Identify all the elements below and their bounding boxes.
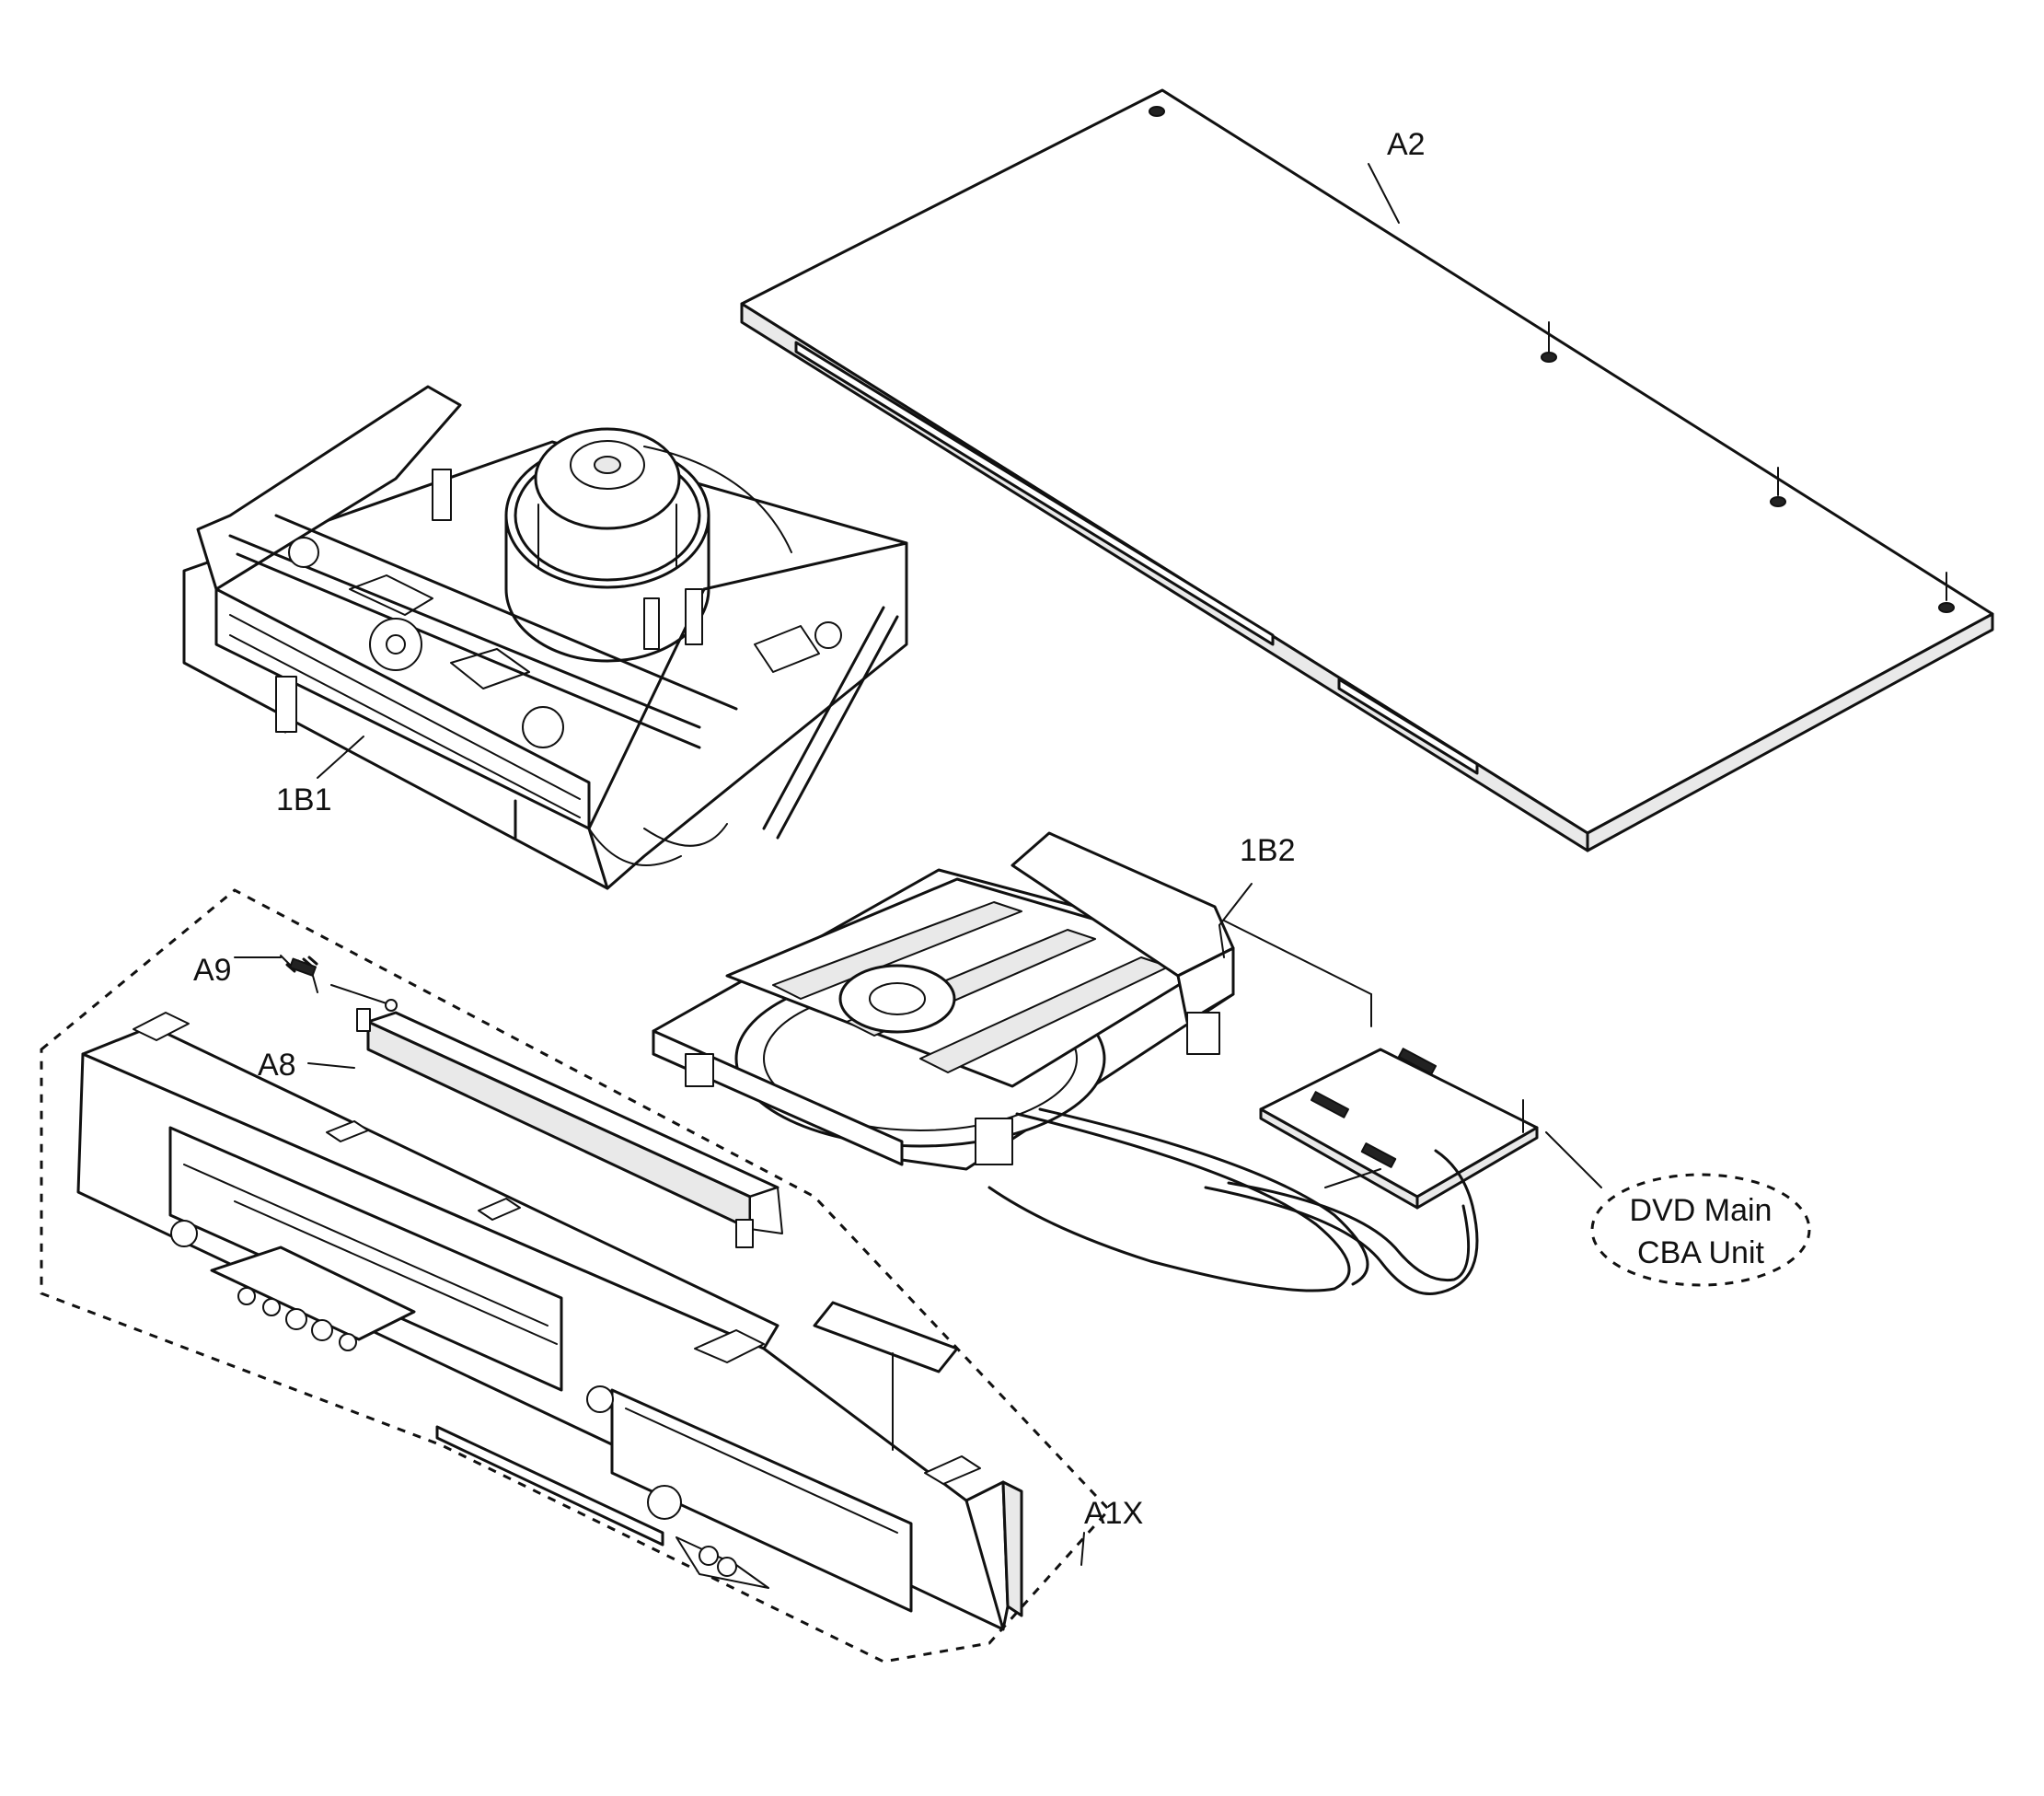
top-cover-panel [740, 88, 1994, 852]
spring [280, 955, 398, 1012]
label-a8: A8 [258, 1048, 296, 1083]
label-1b1: 1B1 [276, 782, 332, 817]
front-panel-assembly [40, 888, 1112, 1663]
label-dvd-main: DVD Main [1630, 1193, 1773, 1228]
dvd-main-board [987, 920, 1811, 1296]
label-a1x: A1X [1084, 1496, 1143, 1531]
label-a9: A9 [193, 953, 232, 988]
dvd-loader [652, 831, 1253, 1171]
vcr-mechanism [182, 385, 908, 890]
label-a2: A2 [1387, 127, 1426, 162]
label-cba-unit: CBA Unit [1637, 1235, 1764, 1270]
label-1b2: 1B2 [1240, 833, 1296, 868]
